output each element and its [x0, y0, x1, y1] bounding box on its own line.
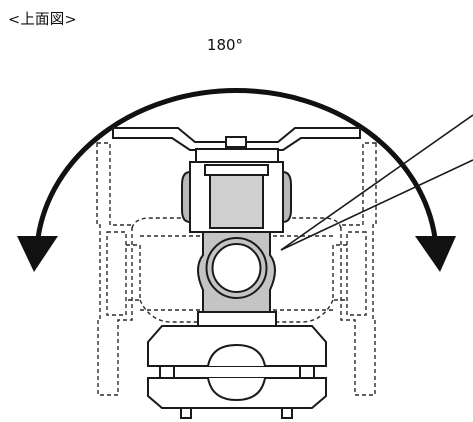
clamp-base — [147, 311, 327, 419]
leader-line — [280, 114, 473, 251]
arrow-head-right-icon — [415, 236, 456, 272]
view-label: <上面図> — [8, 12, 77, 28]
head-block — [181, 161, 292, 233]
swivel-body — [197, 231, 276, 319]
rotation-arc — [35, 88, 438, 239]
rotation-angle-label: 180° — [206, 36, 244, 54]
wing-handle — [112, 127, 361, 164]
arrow-head-left-icon — [17, 236, 58, 272]
